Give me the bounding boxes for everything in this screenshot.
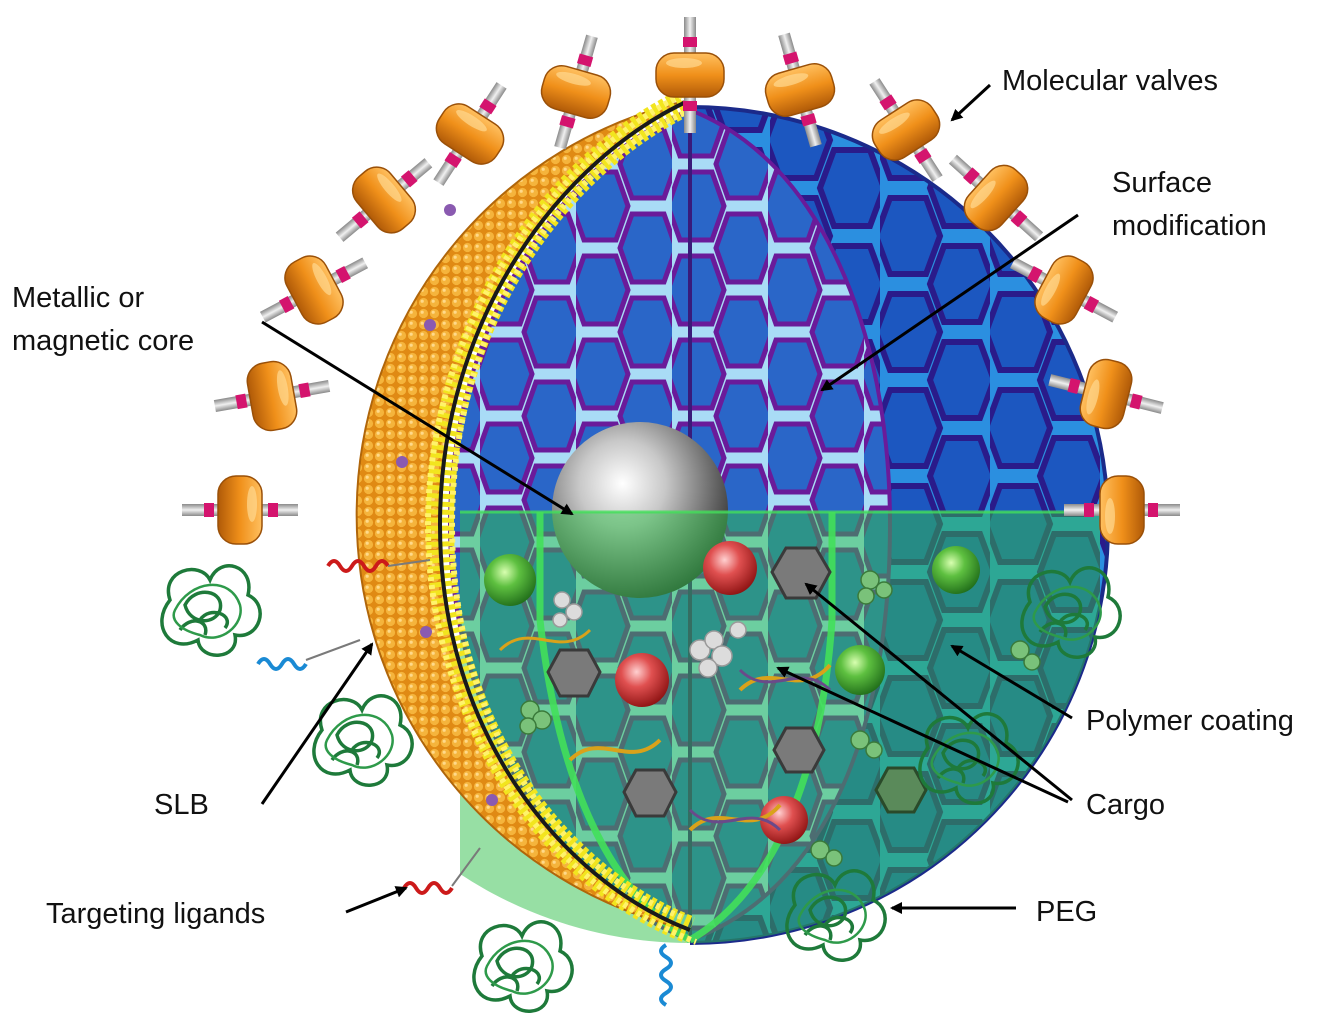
cargo-red-sphere <box>615 653 669 707</box>
label-surface-modification: Surface modification <box>1112 162 1267 248</box>
cargo-crystal <box>772 548 830 598</box>
cargo-crystal <box>548 650 600 696</box>
targeting-ligand-red <box>404 883 452 893</box>
label-surface-modification-line1: Surface <box>1112 162 1267 205</box>
label-targeting-ligands: Targeting ligands <box>46 893 265 936</box>
arrow-targeting-ligands <box>346 888 406 912</box>
cargo-green-sphere <box>484 554 536 606</box>
arrow-molecular-valves <box>952 85 990 120</box>
cargo-green-sphere <box>932 546 980 594</box>
targeting-ligand-blue <box>258 659 306 669</box>
label-slb: SLB <box>154 784 209 827</box>
label-metallic-core: Metallic or magnetic core <box>12 277 194 363</box>
cargo-crystal <box>624 770 676 816</box>
label-metallic-core-line2: magnetic core <box>12 320 194 363</box>
targeting-ligand-blue <box>661 945 671 1005</box>
label-cargo: Cargo <box>1086 784 1165 827</box>
cargo-crystal <box>876 768 926 812</box>
label-molecular-valves: Molecular valves <box>1002 60 1218 103</box>
cargo-crystal <box>774 728 824 772</box>
label-metallic-core-line1: Metallic or <box>12 277 194 320</box>
cargo-green-sphere <box>835 645 885 695</box>
label-polymer-coating: Polymer coating <box>1086 700 1294 743</box>
label-peg: PEG <box>1036 891 1097 934</box>
cargo-red-sphere <box>703 541 757 595</box>
label-surface-modification-line2: modification <box>1112 205 1267 248</box>
